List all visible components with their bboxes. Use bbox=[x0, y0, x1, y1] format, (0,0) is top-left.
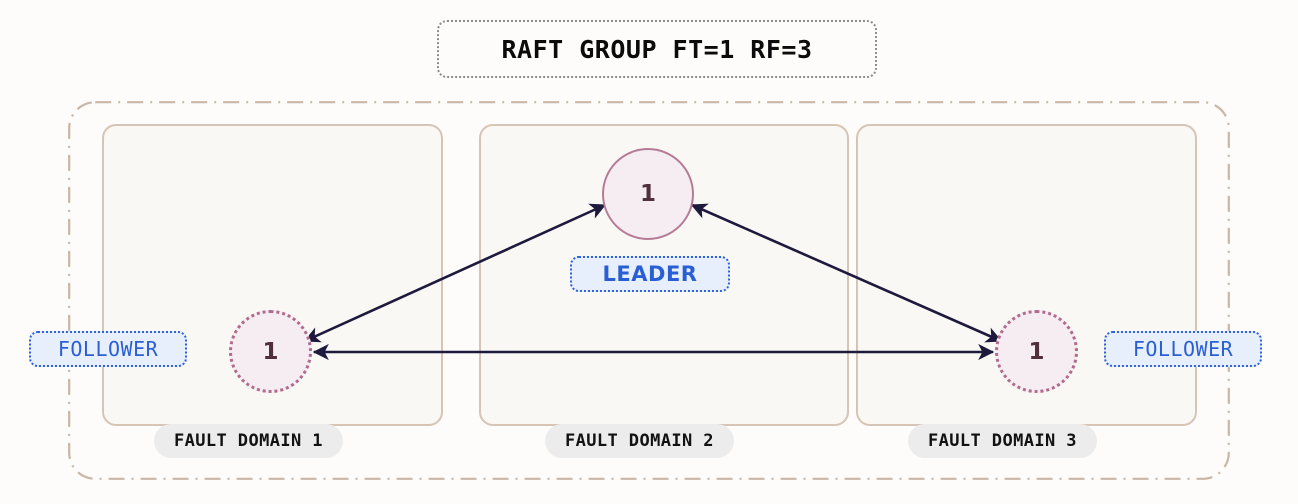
page-title: RAFT GROUP FT=1 RF=3 bbox=[501, 34, 813, 64]
badge-follower-left: FOLLOWER bbox=[29, 331, 187, 367]
node-follower-1[interactable]: 1 bbox=[229, 310, 312, 393]
raft-group-title-box: RAFT GROUP FT=1 RF=3 bbox=[437, 20, 877, 78]
node-follower-1-value: 1 bbox=[262, 338, 279, 365]
badge-leader: LEADER bbox=[570, 256, 730, 292]
badge-follower-right: FOLLOWER bbox=[1104, 331, 1262, 367]
cluster-boundary bbox=[68, 101, 1230, 480]
badge-follower-right-text: FOLLOWER bbox=[1132, 337, 1234, 361]
fault-domain-label-3-text: FAULT DOMAIN 3 bbox=[928, 431, 1077, 451]
node-follower-3-value: 1 bbox=[1028, 338, 1045, 365]
fault-domain-label-2-text: FAULT DOMAIN 2 bbox=[565, 431, 714, 451]
fault-domain-label-1-text: FAULT DOMAIN 1 bbox=[174, 431, 323, 451]
node-follower-3[interactable]: 1 bbox=[995, 310, 1078, 393]
node-leader-value: 1 bbox=[639, 181, 656, 207]
node-leader[interactable]: 1 bbox=[602, 148, 694, 240]
badge-leader-text: LEADER bbox=[602, 262, 698, 286]
cluster-boundary-outline bbox=[68, 101, 1230, 480]
badge-follower-left-text: FOLLOWER bbox=[57, 337, 159, 361]
fault-domain-label-2: FAULT DOMAIN 2 bbox=[545, 424, 734, 458]
fault-domain-label-1: FAULT DOMAIN 1 bbox=[154, 424, 343, 458]
fault-domain-label-3: FAULT DOMAIN 3 bbox=[908, 424, 1097, 458]
